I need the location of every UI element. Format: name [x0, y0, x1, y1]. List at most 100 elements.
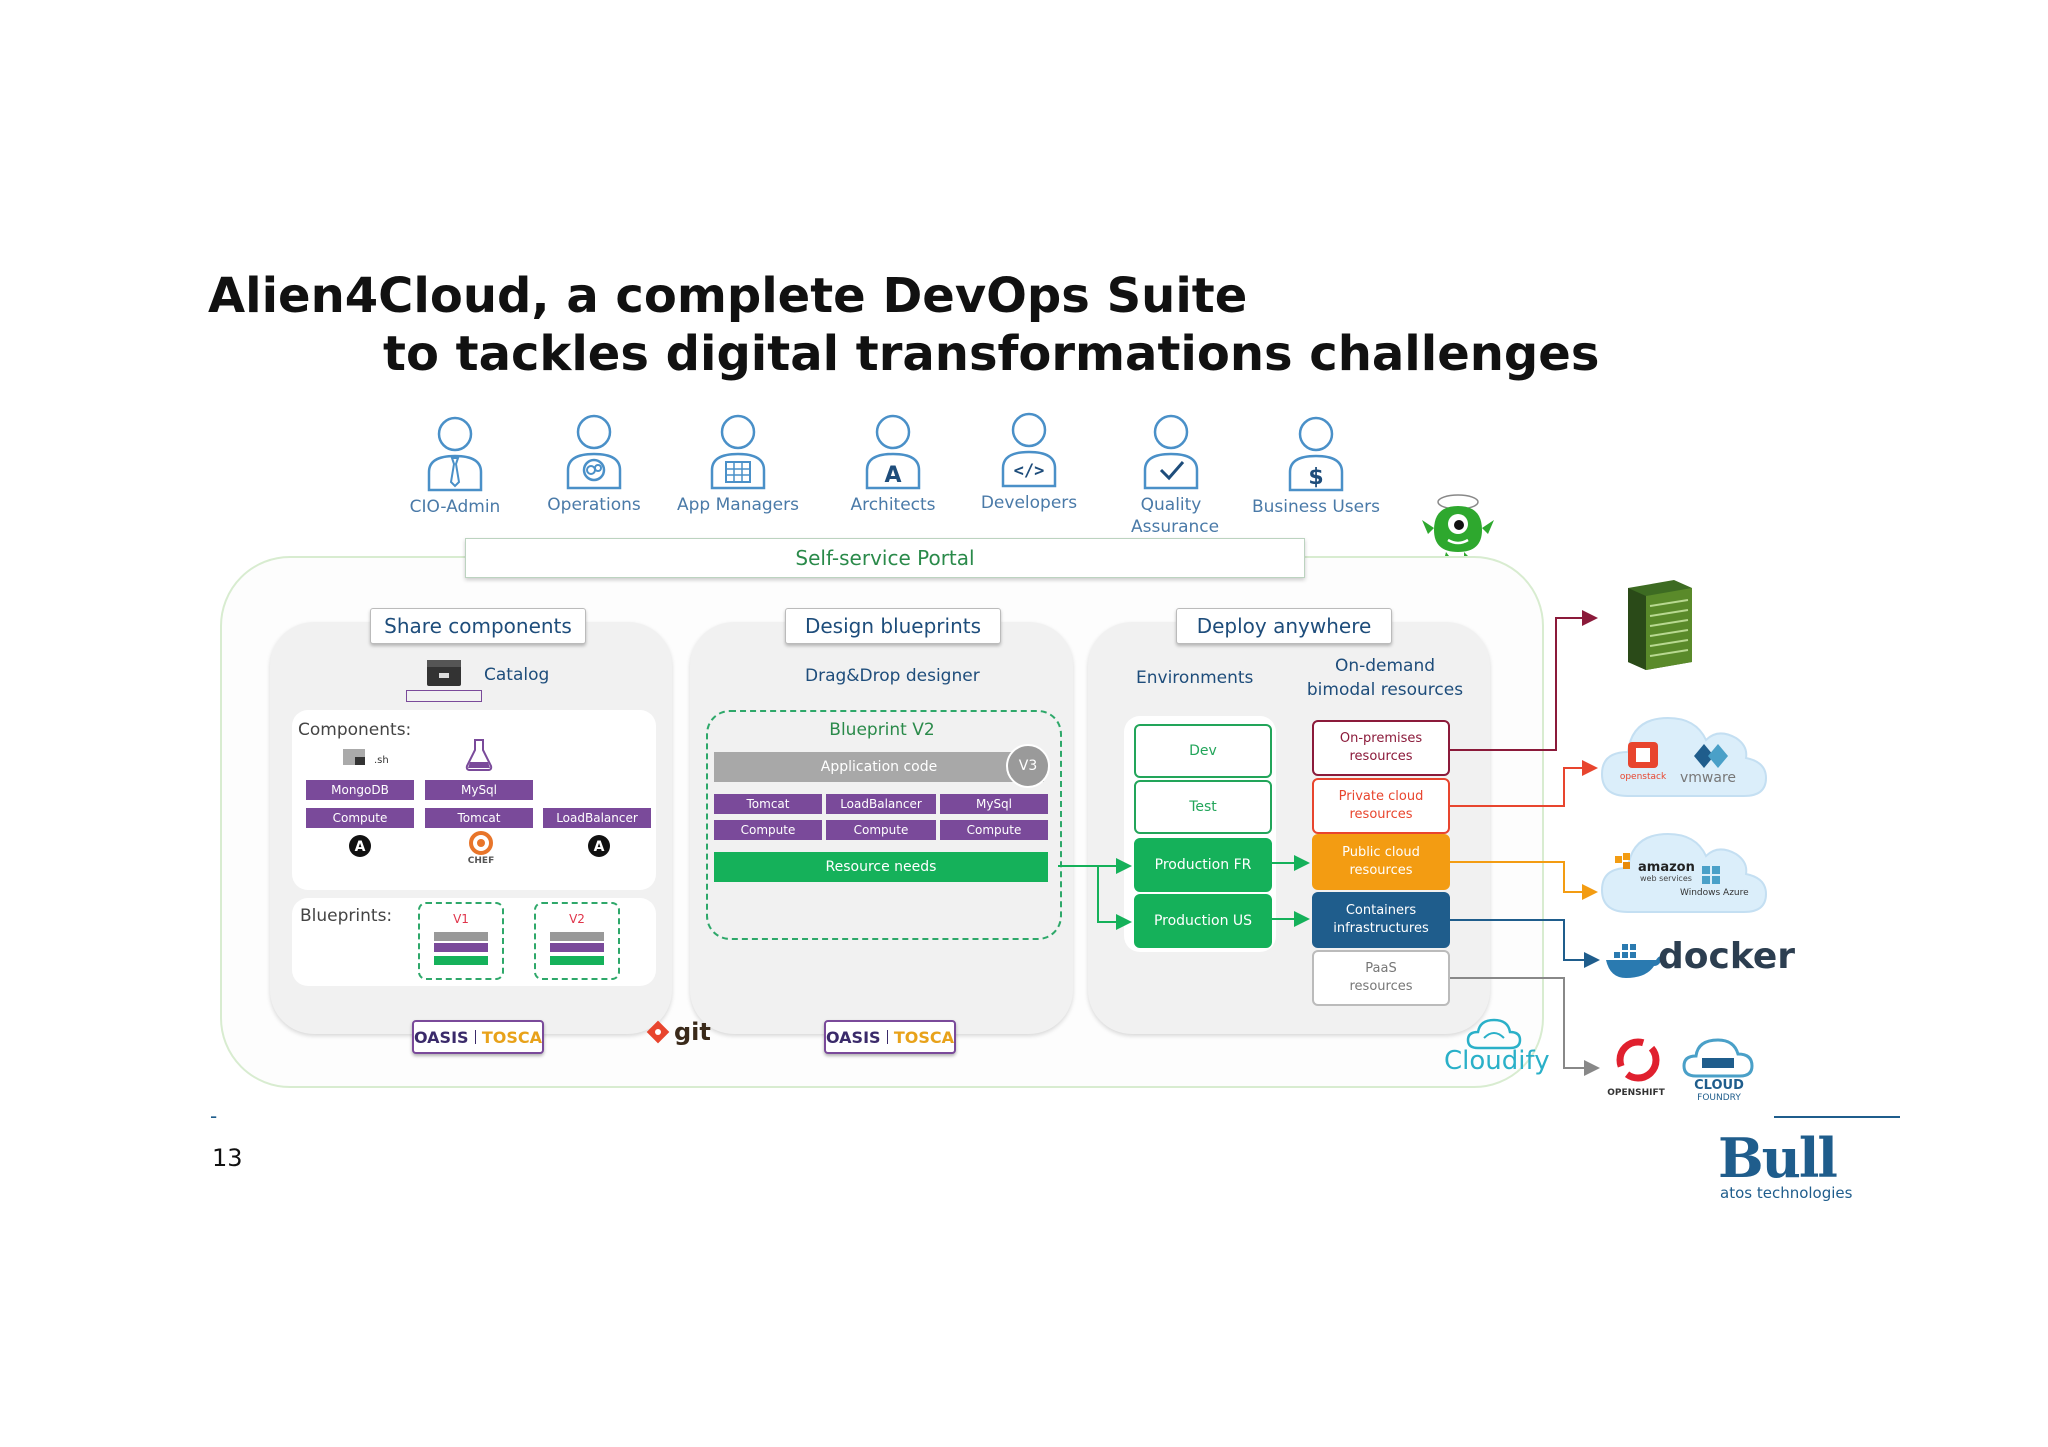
user-grid-icon	[710, 414, 766, 490]
res-line1: Containers	[1345, 903, 1417, 918]
catalog-label: Catalog	[484, 665, 550, 685]
containers-infrastructures[interactable]: Containers infrastructures	[1312, 892, 1450, 948]
env-test[interactable]: Test	[1134, 780, 1272, 834]
tomcat-node[interactable]: Tomcat	[714, 794, 822, 814]
blueprint-v1-card[interactable]: V1	[418, 902, 504, 980]
catalog-box-icon	[427, 660, 461, 686]
compute-node[interactable]: Compute	[714, 820, 822, 840]
oasis-text: OASIS	[414, 1027, 469, 1047]
self-service-portal[interactable]: Self-service Portal	[465, 538, 1305, 578]
svg-text:$: $	[1308, 465, 1323, 490]
shell-script-icon	[343, 749, 365, 765]
docker-whale-icon	[1606, 944, 1662, 978]
blueprint-v2-card[interactable]: V2	[534, 902, 620, 980]
openstack-label: openstack	[1619, 772, 1667, 782]
v3-badge[interactable]: V3	[1006, 744, 1050, 788]
env-dev[interactable]: Dev	[1134, 724, 1272, 778]
role-cio-admin: CIO-Admin	[385, 416, 525, 518]
v2-label: V2	[569, 912, 585, 926]
slide-title-line2: to tackles digital transformations chall…	[383, 326, 1600, 382]
tosca-separator-icon	[886, 1030, 888, 1044]
bull-tagline: atos technologies	[1720, 1184, 1853, 1202]
openstack-icon	[1628, 742, 1658, 768]
cloudify-cloud-icon	[1466, 1018, 1522, 1050]
cloud-foundry-line2: FOUNDRY	[1697, 1093, 1741, 1103]
portal-label: Self-service Portal	[795, 546, 975, 570]
mysql-node[interactable]: MySql	[940, 794, 1048, 814]
public-cloud-icon	[1600, 832, 1768, 913]
alien-mascot-icon	[1422, 494, 1494, 560]
blueprint-v2-canvas[interactable]	[706, 710, 1062, 940]
sh-label: .sh	[374, 755, 389, 766]
user-checkmark-icon	[1143, 414, 1199, 490]
design-blueprints-header: Design blueprints	[785, 608, 1001, 644]
res-line2: infrastructures	[1333, 921, 1429, 936]
v2-bar-green	[550, 956, 604, 965]
cloudify-label: Cloudify	[1444, 1046, 1550, 1076]
role-label: Architects	[850, 495, 936, 515]
res-line1: Private cloud	[1338, 789, 1424, 804]
compute-component[interactable]: Compute	[306, 808, 414, 828]
git-logo: git	[646, 1018, 711, 1046]
on-demand-line1: On-demand	[1334, 656, 1436, 676]
amazon-label: amazon	[1638, 860, 1695, 875]
blueprints-card	[292, 898, 656, 986]
ansible-icon: A	[349, 835, 371, 857]
page-number: 13	[212, 1144, 243, 1172]
role-label: Business Users	[1252, 497, 1380, 517]
user-tie-icon	[427, 416, 483, 492]
cloud-foundry-label: CLOUD FOUNDRY	[1684, 1079, 1754, 1104]
role-business-users: $ Business Users	[1246, 416, 1386, 518]
compute-node[interactable]: Compute	[940, 820, 1048, 840]
role-label: Quality Assurance	[1131, 495, 1220, 537]
svg-text:A: A	[355, 839, 366, 855]
res-line2: resources	[1349, 979, 1413, 994]
windows-azure-label: Windows Azure	[1680, 888, 1749, 898]
resource-needs-bar[interactable]: Resource needs	[714, 852, 1048, 882]
application-code-bar[interactable]: Application code	[714, 752, 1044, 782]
role-quality-assurance: Quality Assurance	[1101, 414, 1241, 538]
private-cloud-icon	[1600, 716, 1768, 797]
role-app-managers: App Managers	[668, 414, 808, 516]
v2-bar-gray	[550, 932, 604, 941]
res-line2: resources	[1349, 863, 1413, 878]
role-label: CIO-Admin	[409, 497, 501, 517]
loadbalancer-component[interactable]: LoadBalancer	[543, 808, 651, 828]
loadbalancer-node[interactable]: LoadBalancer	[826, 794, 936, 814]
v1-bar-gray	[434, 932, 488, 941]
components-label: Components:	[298, 720, 412, 740]
tosca-text: TOSCA	[481, 1027, 542, 1047]
svg-text:A: A	[594, 839, 605, 855]
role-label: Developers	[980, 493, 1078, 513]
chef-label: CHEF	[467, 856, 495, 866]
footer-dash: -	[210, 1104, 218, 1128]
cloud-foundry-icon	[1682, 1038, 1754, 1078]
mongodb-component[interactable]: MongoDB	[306, 780, 414, 800]
vmware-icon	[1694, 744, 1728, 768]
compute-node[interactable]: Compute	[826, 820, 936, 840]
env-production-us[interactable]: Production US	[1134, 894, 1272, 948]
res-line2: resources	[1349, 749, 1413, 764]
on-demand-label: On-demand bimodal resources	[1300, 654, 1470, 702]
docker-label: docker	[1658, 936, 1795, 977]
slide-title-line1: Alien4Cloud, a complete DevOps Suite	[208, 268, 1248, 324]
role-label: Operations	[547, 495, 641, 515]
web-services-label: web services	[1640, 874, 1692, 883]
footer-rule	[1774, 1116, 1900, 1118]
tomcat-component[interactable]: Tomcat	[425, 808, 533, 828]
environments-label: Environments	[1136, 668, 1254, 688]
vmware-label: vmware	[1680, 770, 1737, 786]
ansible-icon: A	[588, 835, 610, 857]
deploy-anywhere-header: Deploy anywhere	[1176, 608, 1392, 644]
tosca-separator-icon	[474, 1030, 476, 1044]
env-production-fr[interactable]: Production FR	[1134, 838, 1272, 892]
openshift-icon	[1616, 1038, 1660, 1082]
role-label: App Managers	[677, 495, 799, 515]
mysql-component[interactable]: MySql	[425, 780, 533, 800]
